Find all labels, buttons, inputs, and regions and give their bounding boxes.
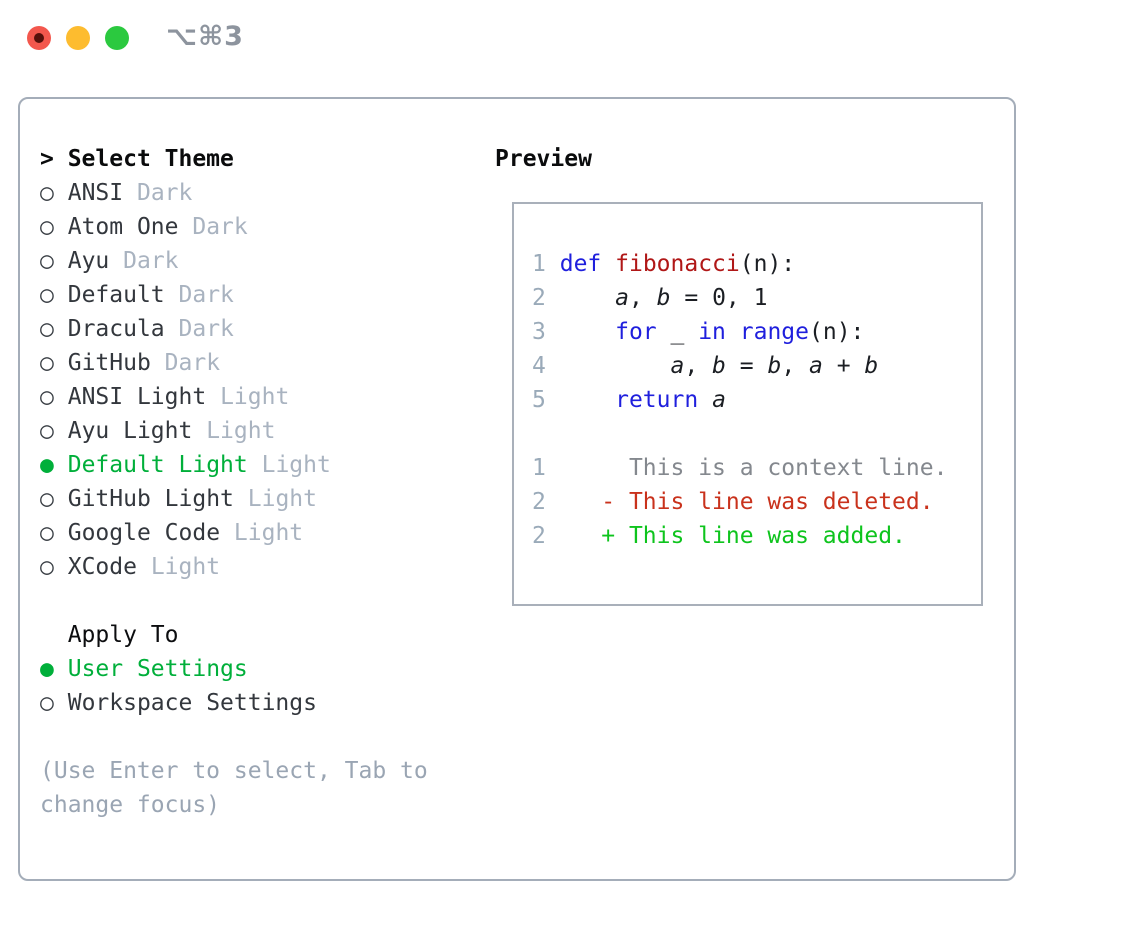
- theme-list-header: > Select Theme: [40, 142, 331, 176]
- code-line-1: 1 def fibonacci(n):: [532, 251, 796, 277]
- theme-option-ansi-light[interactable]: ○ ANSI Light Light: [40, 380, 331, 414]
- radio-unselected-icon: ○: [40, 350, 54, 376]
- radio-unselected-icon: ○: [40, 520, 54, 546]
- theme-variant: Light: [247, 486, 317, 512]
- theme-option-github-light[interactable]: ○ GitHub Light Light: [40, 482, 331, 516]
- theme-option-google-code[interactable]: ○ Google Code Light: [40, 516, 331, 550]
- theme-variant: Light: [150, 554, 221, 580]
- theme-name: Default Light: [67, 452, 248, 478]
- theme-option-ansi[interactable]: ○ ANSI Dark: [40, 176, 331, 210]
- theme-name: Google Code: [67, 520, 221, 546]
- theme-variant: Dark: [123, 248, 179, 274]
- selection-cursor: >: [40, 146, 68, 172]
- theme-variant: Dark: [178, 282, 234, 308]
- theme-option-dracula[interactable]: ○ Dracula Dark: [40, 312, 331, 346]
- preview-code: 1 def fibonacci(n): 2 a, b = 0, 1 3 for _ …: [532, 247, 947, 553]
- radio-unselected-icon: ○: [40, 690, 54, 716]
- theme-option-default-light[interactable]: ● Default Light Light: [40, 448, 331, 482]
- theme-name: Dracula: [67, 316, 165, 342]
- minimize-button[interactable]: [66, 26, 90, 50]
- radio-unselected-icon: ○: [40, 248, 54, 274]
- theme-variant: Dark: [164, 350, 221, 376]
- theme-option-github[interactable]: ○ GitHub Dark: [40, 346, 331, 380]
- theme-list: > Select Theme○ ANSI Dark○ Atom One Dark…: [40, 142, 331, 584]
- code-line-4: 4 a, b = b, a + b: [532, 353, 879, 379]
- radio-unselected-icon: ○: [40, 316, 54, 342]
- theme-variant: Light: [233, 520, 304, 546]
- keyboard-hint: (Use Enter to select, Tab to change focu…: [40, 758, 428, 818]
- theme-name: GitHub: [67, 350, 151, 376]
- theme-variant: Dark: [192, 214, 248, 240]
- code-line-9: 2 + This line was added.: [532, 523, 906, 549]
- apply-option-user-settings[interactable]: ● User Settings: [40, 652, 317, 686]
- theme-variant: Dark: [178, 316, 234, 342]
- code-line-2: 2 a, b = 0, 1: [532, 285, 768, 311]
- theme-option-ayu[interactable]: ○ Ayu Dark: [40, 244, 331, 278]
- theme-variant: Light: [261, 452, 331, 478]
- code-line-8: 2 - This line was deleted.: [532, 489, 934, 515]
- code-line-5: 5 return a: [532, 387, 726, 413]
- theme-variant: Light: [206, 418, 276, 444]
- theme-name: GitHub Light: [67, 486, 234, 512]
- theme-option-xcode[interactable]: ○ XCode Light: [40, 550, 331, 584]
- radio-unselected-icon: ○: [40, 384, 54, 410]
- theme-list-title: Select Theme: [67, 146, 234, 172]
- theme-selector-panel: > Select Theme○ ANSI Dark○ Atom One Dark…: [18, 97, 1016, 881]
- theme-name: Default: [67, 282, 165, 308]
- close-button[interactable]: [27, 26, 51, 50]
- code-blank-line: [532, 417, 947, 451]
- radio-unselected-icon: ○: [40, 282, 54, 308]
- code-line-7: 1 This is a context line.: [532, 455, 948, 481]
- apply-to-header: Apply To: [40, 618, 317, 652]
- theme-name: Atom One: [67, 214, 179, 240]
- theme-variant: Light: [220, 384, 290, 410]
- radio-unselected-icon: ○: [40, 214, 54, 240]
- theme-option-ayu-light[interactable]: ○ Ayu Light Light: [40, 414, 331, 448]
- theme-variant: Dark: [136, 180, 193, 206]
- theme-option-default[interactable]: ○ Default Dark: [40, 278, 331, 312]
- window-title-shortcut: ⌥⌘3: [166, 21, 244, 52]
- radio-unselected-icon: ○: [40, 554, 54, 580]
- apply-option-label: User Settings: [67, 656, 248, 682]
- radio-unselected-icon: ○: [40, 486, 54, 512]
- preview-title: Preview: [495, 146, 592, 172]
- theme-option-atom-one[interactable]: ○ Atom One Dark: [40, 210, 331, 244]
- code-line-3: 3 for _ in range(n):: [532, 319, 865, 345]
- zoom-button[interactable]: [105, 26, 129, 50]
- radio-selected-icon: ●: [40, 452, 54, 478]
- apply-to-title: Apply To: [67, 622, 179, 648]
- theme-name: Ayu: [67, 248, 110, 274]
- theme-name: Ayu Light: [67, 418, 193, 444]
- theme-name: ANSI Light: [67, 384, 207, 410]
- preview-box: 1 def fibonacci(n): 2 a, b = 0, 1 3 for _ …: [512, 202, 983, 606]
- apply-to-section: Apply To● User Settings○ Workspace Setti…: [40, 618, 317, 720]
- radio-unselected-icon: ○: [40, 180, 54, 206]
- theme-name: XCode: [67, 554, 137, 580]
- apply-option-workspace-settings[interactable]: ○ Workspace Settings: [40, 686, 317, 720]
- radio-selected-icon: ●: [40, 656, 54, 682]
- apply-option-label: Workspace Settings: [67, 690, 317, 716]
- theme-name: ANSI: [67, 180, 124, 206]
- radio-unselected-icon: ○: [40, 418, 54, 444]
